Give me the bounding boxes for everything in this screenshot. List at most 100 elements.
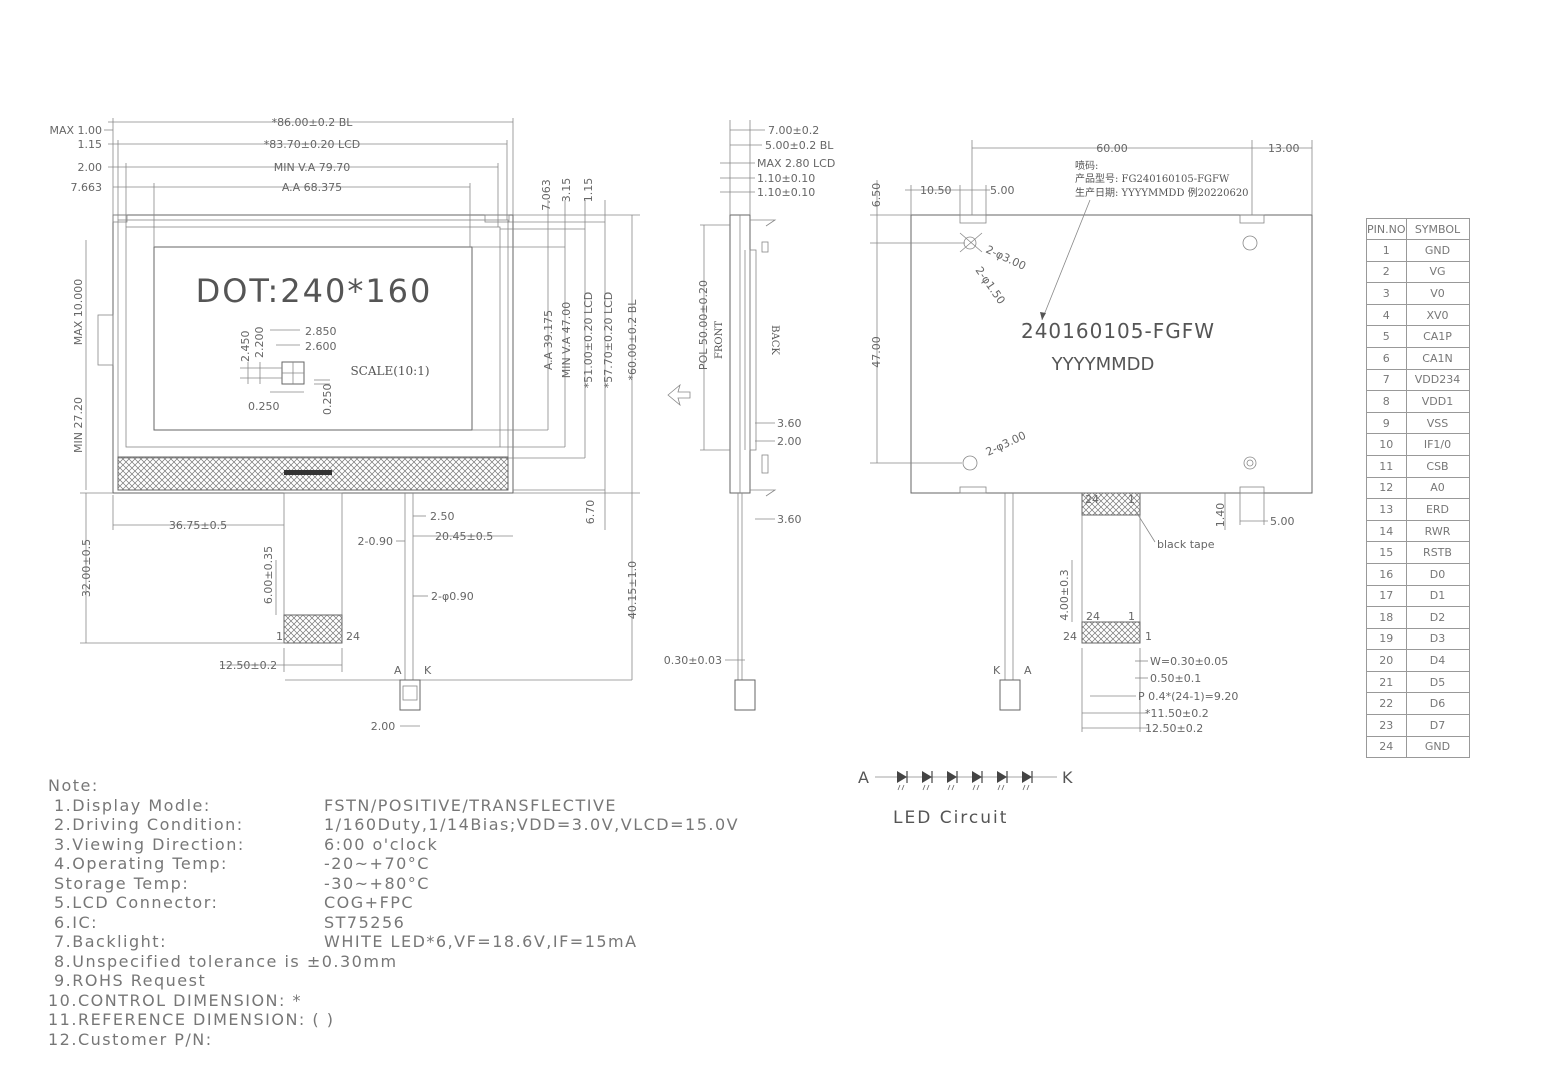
note-value: COG+FPC (324, 893, 415, 912)
note-item: 7.Backlight:WHITE LED*6,VF=18.6V,IF=15mA (48, 932, 808, 952)
dim-12-50: 12.50±0.2 (219, 659, 277, 672)
hole-label-3-a: 2-φ3.00 (984, 243, 1028, 273)
dim-79-7: MIN V.A 79.70 (274, 161, 351, 174)
dim-lcd-57-7: *57.70±0.20 LCD (602, 292, 615, 388)
note-value: -30~+80°C (324, 873, 430, 893)
note-value: FSTN/POSITIVE/TRANSFLECTIVE (324, 795, 618, 815)
note-label: 7.Backlight: (54, 932, 167, 951)
print-note-1: 产品型号: FG240160105-FGFW (1075, 172, 1230, 185)
note-item: 10.CONTROL DIMENSION: * (48, 991, 808, 1011)
pin-symbol: RWR (1405, 519, 1470, 543)
dim-1-15-v: 1.15 (582, 178, 595, 203)
pin-symbol: D3 (1405, 627, 1470, 651)
side-pol-label: POL 50.00±0.20 (697, 280, 710, 370)
dim-2-00: 2.00 (78, 161, 103, 174)
side-dim-2-8: MAX 2.80 LCD (757, 157, 835, 170)
back-dim-12-5: 12.50±0.2 (1145, 722, 1203, 735)
back-dim-pitch: P 0.4*(24-1)=9.20 (1138, 690, 1238, 703)
led-diode-icon (997, 771, 1008, 791)
note-text: 10.CONTROL DIMENSION: * (48, 990, 302, 1010)
back-model-text: 240160105-FGFW (1021, 319, 1215, 343)
back-dim-1-4: 1.40 (1214, 503, 1227, 528)
fpc-contacts (283, 614, 343, 644)
pixel-dim-2850: 2.850 (305, 325, 337, 338)
note-label: 3.Viewing Direction: (54, 834, 245, 854)
note-label: 4.Operating Temp: (54, 854, 228, 873)
note-label: 1.Display Modle: (54, 795, 211, 815)
pin-number: 20 (1366, 649, 1407, 672)
pin-number: 5 (1366, 325, 1407, 348)
dim-2-phi090: 2-φ0.90 (431, 590, 474, 603)
side-back-label: BACK (769, 325, 780, 355)
back-fpc-contacts (1081, 621, 1141, 644)
side-view: 7.00±0.2 5.00±0.2 BL MAX 2.80 LCD 1.10±0… (664, 120, 835, 711)
note-item: 5.LCD Connector:COG+FPC (48, 893, 808, 913)
dim-20-45: 20.45±0.5 (435, 530, 493, 543)
note-label: 6.IC: (54, 912, 99, 932)
pixel-dim-0250-v: 0.250 (321, 384, 334, 416)
pin-number: 14 (1366, 519, 1407, 543)
back-fpc-pin-24a: 24 (1085, 493, 1099, 506)
dim-36-75: 36.75±0.5 (169, 519, 227, 532)
dim-2-090: 2-0.90 (358, 535, 393, 548)
dim-va-47: MIN V.A 47.00 (560, 302, 573, 379)
side-dim-2-0: 2.00 (777, 435, 802, 448)
pin-number: 8 (1366, 390, 1407, 413)
led-diode-icon (897, 771, 908, 791)
black-tape (1081, 492, 1141, 516)
pin-number: 9 (1366, 411, 1407, 435)
side-dim-3-6a: 3.60 (777, 417, 802, 430)
led-diode-icon (1022, 771, 1033, 791)
pin-symbol: D1 (1405, 584, 1470, 608)
back-dim-47: 47.00 (870, 336, 883, 368)
dim-lcd-51: *51.00±0.20 LCD (582, 292, 595, 388)
pin-symbol: CA1N (1405, 346, 1470, 370)
pixel-dim-2200: 2.200 (253, 327, 266, 359)
back-led-k: K (993, 664, 1001, 677)
pin-symbol: D0 (1405, 562, 1470, 586)
dim-min-27-2: MIN 27.20 (72, 397, 85, 453)
notes-title: Note: (48, 776, 99, 795)
black-tape-label: black tape (1157, 538, 1215, 551)
pin-number: 19 (1366, 627, 1407, 651)
back-fpc-pin-1a: 1 (1128, 493, 1135, 506)
pin-symbol: GND (1405, 735, 1470, 759)
dim-86: *86.00±0.2 BL (272, 116, 354, 129)
note-item: 6.IC:ST75256 (48, 913, 808, 933)
pin-symbol: D2 (1405, 606, 1470, 629)
side-dim-7: 7.00±0.2 (768, 124, 819, 137)
note-label: 2.Driving Condition: (54, 815, 244, 834)
led-diode-icon (947, 771, 958, 791)
note-item: 3.Viewing Direction:6:00 o'clock (48, 835, 808, 855)
dim-32-00: 32.00±0.5 (80, 539, 93, 597)
back-dim-10-5: 10.50 (920, 184, 952, 197)
pin-number: 1 (1366, 239, 1407, 262)
back-dim-11-5: *11.50±0.2 (1145, 707, 1209, 720)
pin-number: 23 (1366, 714, 1407, 737)
led-circuit-title: LED Circuit (893, 808, 1008, 828)
note-label: Storage Temp: (54, 873, 190, 893)
dim-3-15: 3.15 (560, 178, 573, 203)
note-item: 4.Operating Temp:-20~+70°C (48, 854, 808, 874)
pin-symbol: VDD1 (1405, 390, 1470, 413)
pin-symbol: D7 (1405, 714, 1470, 737)
pixel-dim-0250-h: 0.250 (248, 400, 280, 413)
pin-symbol: VDD234 (1405, 368, 1470, 392)
back-fpc-pin-24b: 24 (1086, 610, 1100, 623)
back-dim-4: 4.00±0.3 (1058, 569, 1071, 620)
pixel-detail (240, 329, 330, 393)
pin-number: 24 (1366, 735, 1407, 759)
back-dim-0-5: 0.50±0.1 (1150, 672, 1201, 685)
